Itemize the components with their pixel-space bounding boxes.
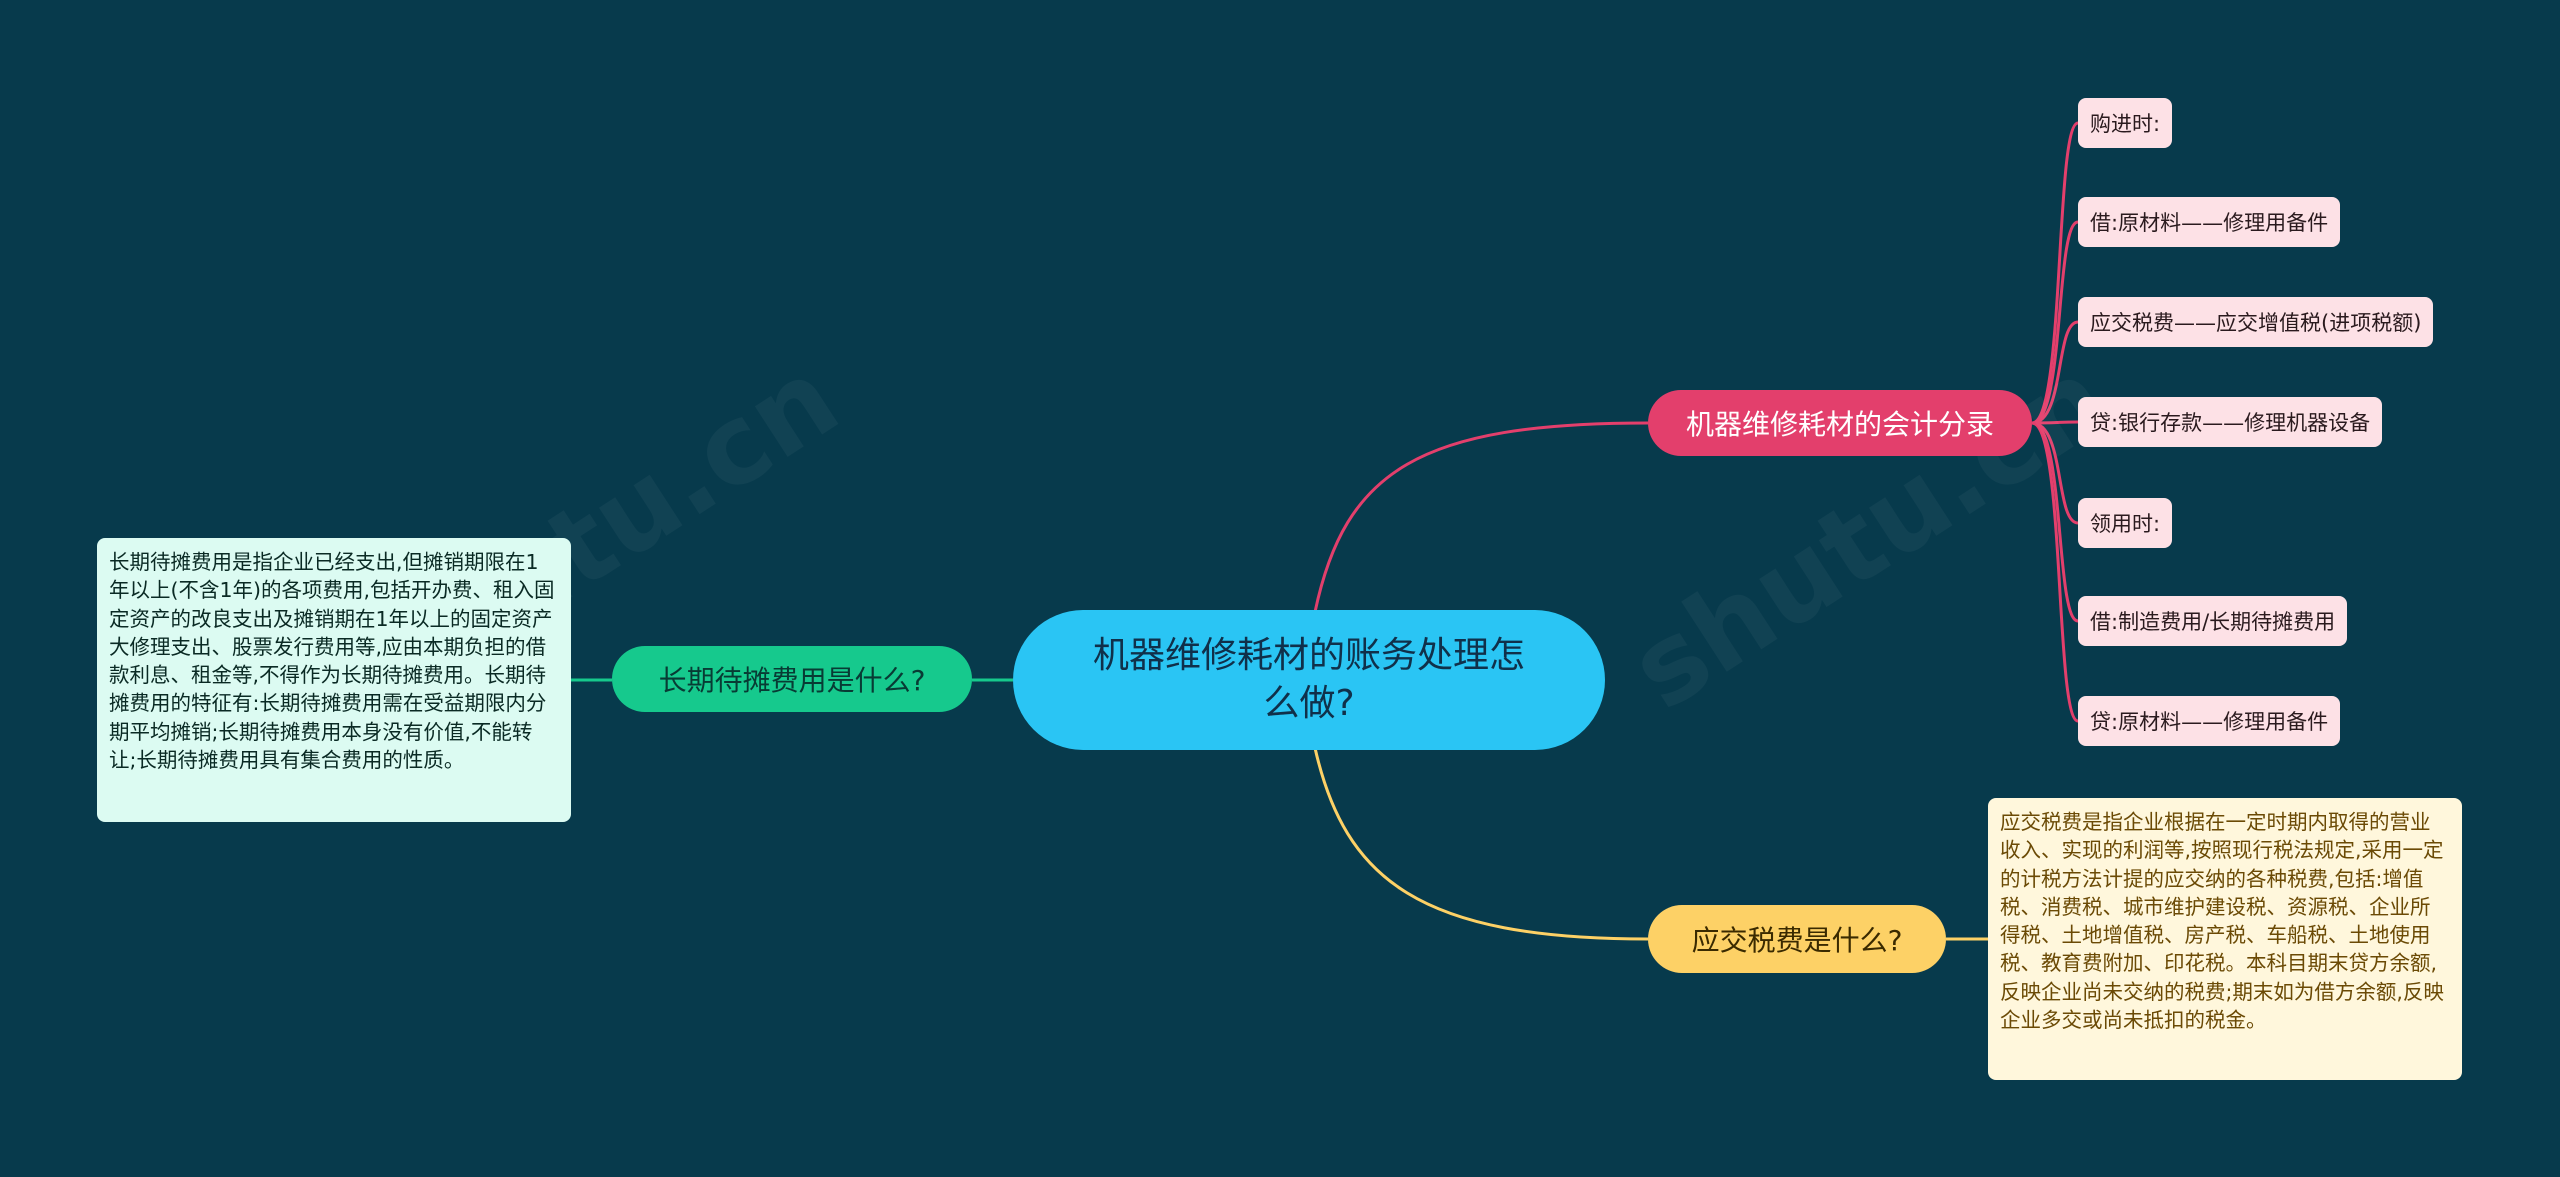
link-leaf-5 (2031, 421, 2079, 623)
link-leaf-2 (2031, 320, 2079, 425)
leaf-debit-manufacturing-cost[interactable]: 借:制造费用/长期待摊费用 (2078, 596, 2348, 646)
note-prepaid-expenses: 长期待摊费用是指企业已经支出,但摊销期限在1年以上(不含1年)的各项费用,包括开… (97, 538, 571, 822)
central-topic[interactable]: 机器维修耗材的账务处理怎么做? (1013, 610, 1605, 750)
link-leaf-3 (2031, 420, 2079, 425)
leaf-input-vat[interactable]: 应交税费——应交增值税(进项税额) (2078, 297, 2434, 347)
link-leaf-6 (2031, 421, 2079, 723)
link-leaf-4 (2031, 421, 2079, 525)
link-leaf-0 (2031, 121, 2079, 425)
branch-taxes-payable[interactable]: 应交税费是什么? (1648, 905, 1946, 973)
branch-accounting-entries[interactable]: 机器维修耗材的会计分录 (1648, 390, 2032, 456)
leaf-usage-time[interactable]: 领用时: (2078, 498, 2173, 548)
leaf-credit-raw-material[interactable]: 贷:原材料——修理用备件 (2078, 696, 2341, 746)
leaf-credit-bank-deposit[interactable]: 贷:银行存款——修理机器设备 (2078, 397, 2383, 447)
link-leaf-1 (2031, 220, 2079, 425)
link-central-tax (1313, 747, 1649, 941)
link-central-accounting (1313, 421, 1649, 613)
leaf-purchase-time[interactable]: 购进时: (2078, 98, 2173, 148)
central-topic-text: 机器维修耗材的账务处理怎么做? (1092, 635, 1525, 724)
branch-prepaid-expenses[interactable]: 长期待摊费用是什么? (612, 646, 972, 712)
note-taxes-payable: 应交税费是指企业根据在一定时期内取得的营业收入、实现的利润等,按照现行税法规定,… (1988, 798, 2462, 1080)
leaf-debit-raw-material[interactable]: 借:原材料——修理用备件 (2078, 197, 2341, 247)
